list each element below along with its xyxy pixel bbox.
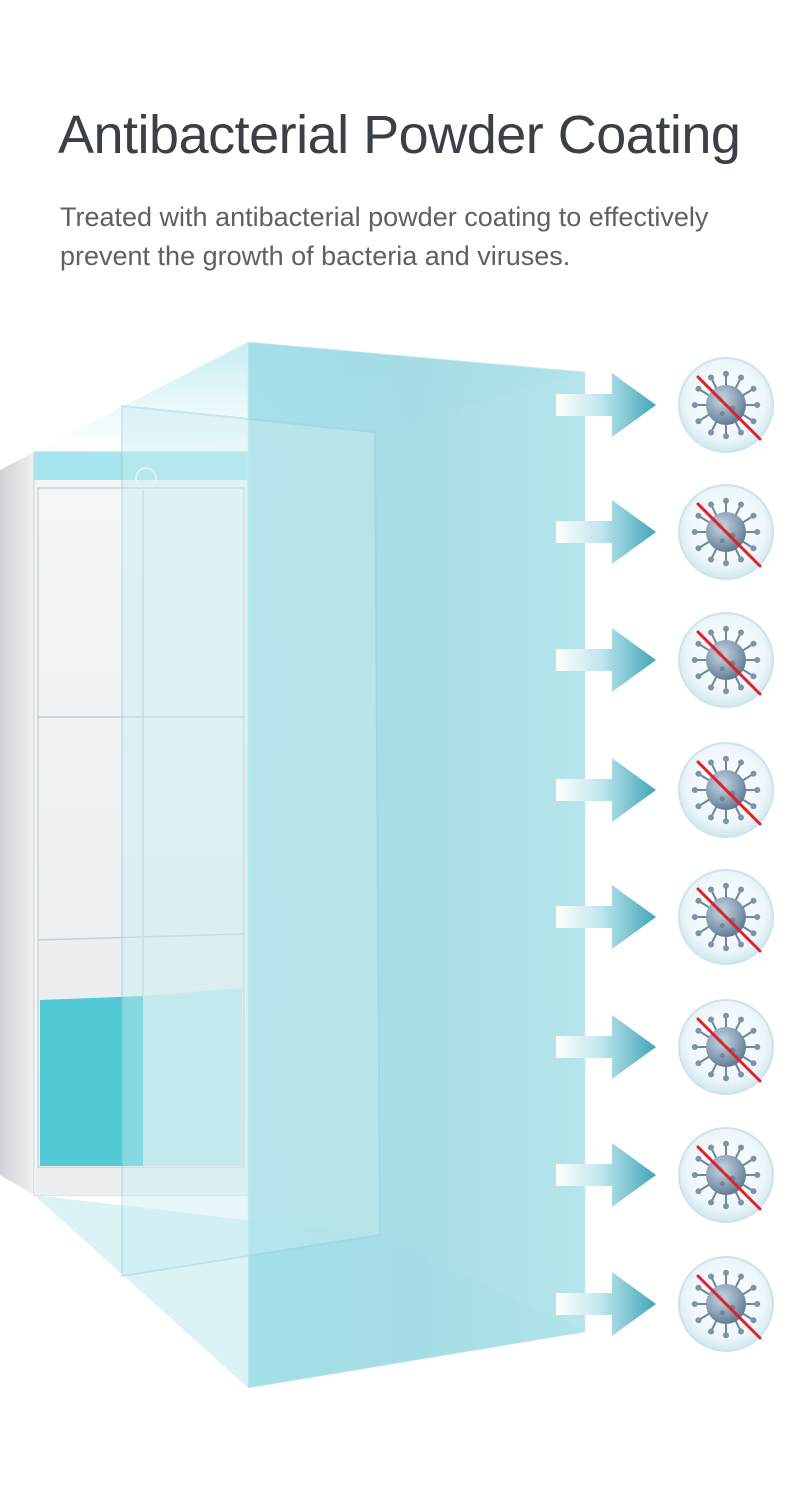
no-virus-icon: [556, 485, 773, 579]
blocked-virus-column: [556, 358, 773, 1351]
no-virus-icon: [556, 1257, 773, 1351]
no-virus-icon: [556, 613, 773, 707]
page-description: Treated with antibacterial powder coatin…: [60, 202, 709, 271]
no-virus-icon: [556, 1128, 773, 1222]
no-virus-icon: [556, 358, 773, 452]
page-title: Antibacterial Powder Coating: [58, 105, 741, 165]
no-virus-icon: [556, 1000, 773, 1094]
no-virus-icon: [556, 743, 773, 837]
no-virus-icon: [556, 870, 773, 964]
coating-layer: [34, 341, 586, 1389]
locker-cabinet-icon: [0, 451, 249, 1196]
